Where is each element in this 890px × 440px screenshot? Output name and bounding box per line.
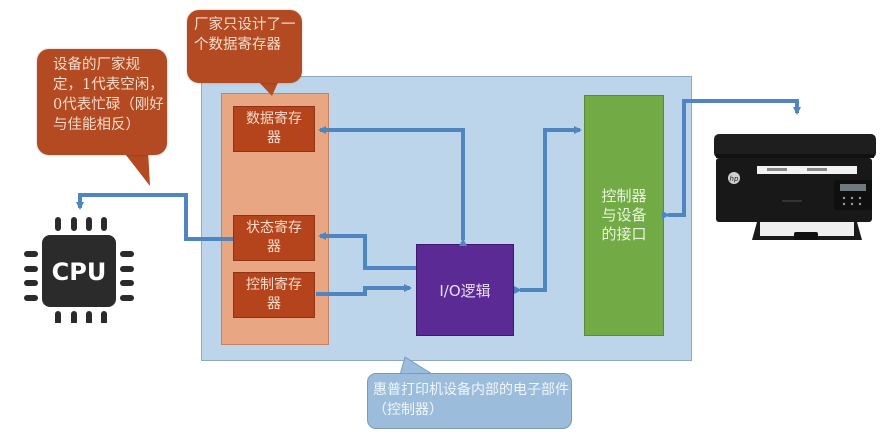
io-logic-block: I/O逻辑	[416, 244, 514, 336]
io-logic-label: I/O逻辑	[439, 281, 491, 300]
wire-io-to-interface	[514, 126, 582, 294]
cpu-label: CPU	[52, 258, 107, 286]
printer-brand: hp	[730, 175, 739, 183]
control-register: 控制寄存器	[233, 272, 315, 318]
wire-io-to-status-register	[318, 232, 416, 270]
cpu-icon: CPU	[24, 217, 134, 323]
wire-status-register-to-cpu	[76, 193, 233, 241]
device-interface-label: 控制器与设备的接口	[601, 187, 647, 243]
callout-controller-note: 惠普打印机设备内部的电子部件（控制器）	[367, 373, 572, 429]
callout-data-note: 厂家只设计了一个数据寄存器	[187, 10, 302, 83]
callout-status-note: 设备的厂家规定，1代表空闲，0代表忙碌（刚好与佳能相反）	[37, 49, 167, 155]
wire-control-register-to-io	[316, 284, 412, 296]
status-register: 状态寄存器	[233, 215, 315, 261]
callout-controller-text: 惠普打印机设备内部的电子部件（控制器）	[373, 382, 569, 418]
data-register-label: 数据寄存器	[246, 111, 302, 146]
printer-icon: hp	[714, 134, 876, 240]
callout-status-text: 设备的厂家规定，1代表空闲，0代表忙碌（刚好与佳能相反）	[53, 57, 164, 133]
data-register: 数据寄存器	[233, 106, 315, 152]
status-register-label: 状态寄存器	[246, 220, 302, 255]
callout-data-text: 厂家只设计了一个数据寄存器	[194, 17, 296, 53]
wire-interface-to-printer	[662, 99, 801, 219]
callout-status-tail	[122, 150, 150, 186]
device-interface-block: 控制器与设备的接口	[584, 95, 664, 336]
wire-io-to-data-register	[318, 126, 467, 246]
control-register-label: 控制寄存器	[246, 277, 302, 312]
